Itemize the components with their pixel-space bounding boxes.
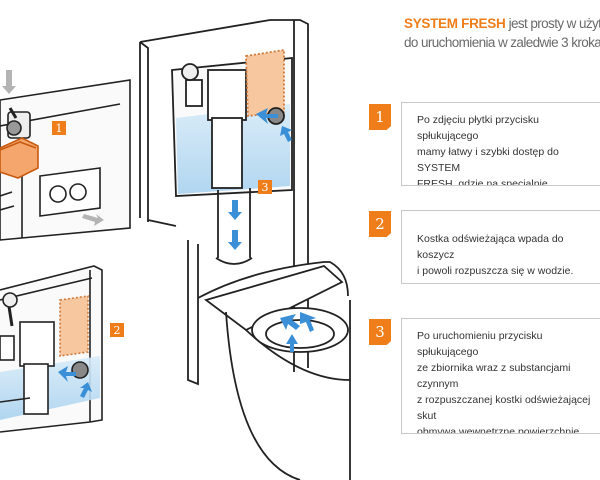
panel-3-flow-arrows [228, 108, 316, 352]
step-2-badge: 2 [369, 211, 391, 237]
step-3-badge: 3 [369, 319, 391, 345]
intro-heading: SYSTEM FRESH jest prosty w użytkowaniu i… [404, 14, 600, 52]
step-3-box: Po uruchomieniu przycisku spłukującego z… [401, 318, 600, 434]
panel-2-water-arrows [58, 366, 92, 398]
intro-line-2: do uruchomienia w zaledwie 3 krokach: [404, 35, 600, 50]
illustration-step-2-label: 2 [114, 324, 121, 337]
step-2-box: Kostka odświeżająca wpada do koszycz i p… [401, 210, 600, 284]
panel-step-2 [0, 265, 103, 433]
step-2-text: Kostka odświeżająca wpada do koszycz i p… [417, 233, 574, 277]
intro-line-1-rest: jest prosty w użytkowaniu i m [508, 16, 600, 31]
step-3-text: Po uruchomieniu przycisku spłukującego z… [417, 330, 591, 434]
illustration-step-3-label: 3 [262, 181, 269, 194]
step-1-badge: 1 [369, 104, 391, 130]
panel-step-1 [0, 79, 131, 241]
panel-step-3 [139, 19, 351, 480]
brand-name: SYSTEM FRESH [404, 16, 506, 31]
intro-line-1: SYSTEM FRESH jest prosty w użytkowaniu i… [404, 14, 600, 33]
illustration-step-1-label: 1 [56, 122, 63, 135]
step-1-text: Po zdjęciu płytki przycisku spłukującego… [417, 114, 559, 186]
panel-1-arrows [2, 70, 104, 226]
step-1-box: Po zdjęciu płytki przycisku spłukującego… [401, 102, 600, 186]
